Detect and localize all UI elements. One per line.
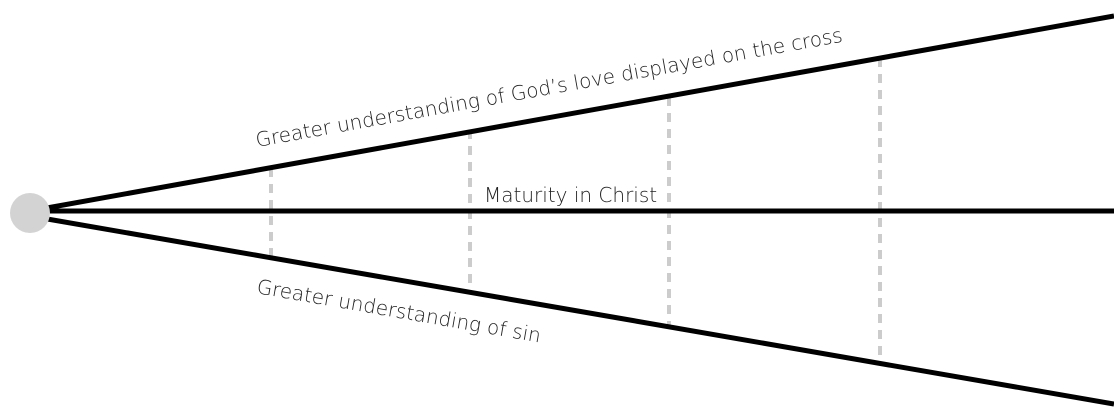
- upper-line-label: Greater understanding of God’s love disp…: [254, 23, 845, 152]
- origin-dot: [10, 193, 50, 233]
- middle-line-label: Maturity in Christ: [484, 183, 657, 207]
- upper-line: [29, 13, 1114, 214]
- lower-line: [29, 213, 1114, 407]
- lower-line-label: Greater understanding of sin: [255, 274, 543, 347]
